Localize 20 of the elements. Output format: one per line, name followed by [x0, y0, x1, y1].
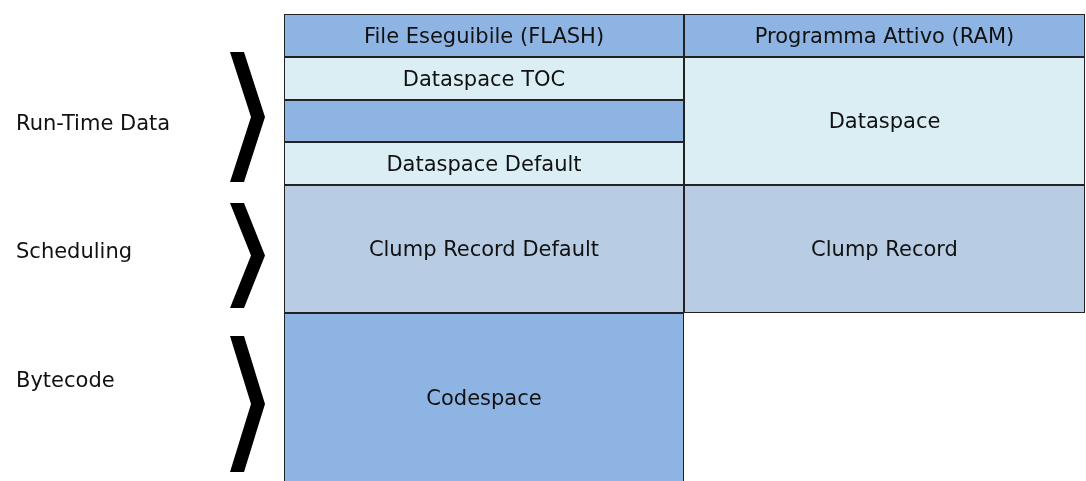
header-cell — [684, 14, 1085, 57]
memory-block — [684, 57, 1085, 185]
block-label: Dataspace TOC — [402, 66, 566, 91]
header-cell — [284, 14, 684, 57]
memory-block — [284, 57, 684, 100]
block-label: Codespace — [426, 386, 542, 410]
section-label: Run-Time Data — [16, 111, 171, 135]
block-label: Clump Record — [811, 237, 958, 261]
block-label: File Eseguibile (FLASH) — [363, 23, 605, 48]
block-label: Dataspace Default — [386, 151, 582, 176]
section-label: Bytecode — [16, 368, 115, 392]
empty-memory-block — [284, 100, 684, 142]
memory-block — [284, 313, 684, 481]
block-label: Dataspace — [828, 109, 941, 133]
memory-block — [284, 142, 684, 185]
block-label: Clump Record Default — [368, 237, 600, 261]
memory-block — [684, 185, 1085, 313]
block-label: Programma Attivo (RAM) — [754, 23, 1015, 48]
memory-block — [284, 185, 684, 313]
section-label: Scheduling — [16, 239, 133, 263]
